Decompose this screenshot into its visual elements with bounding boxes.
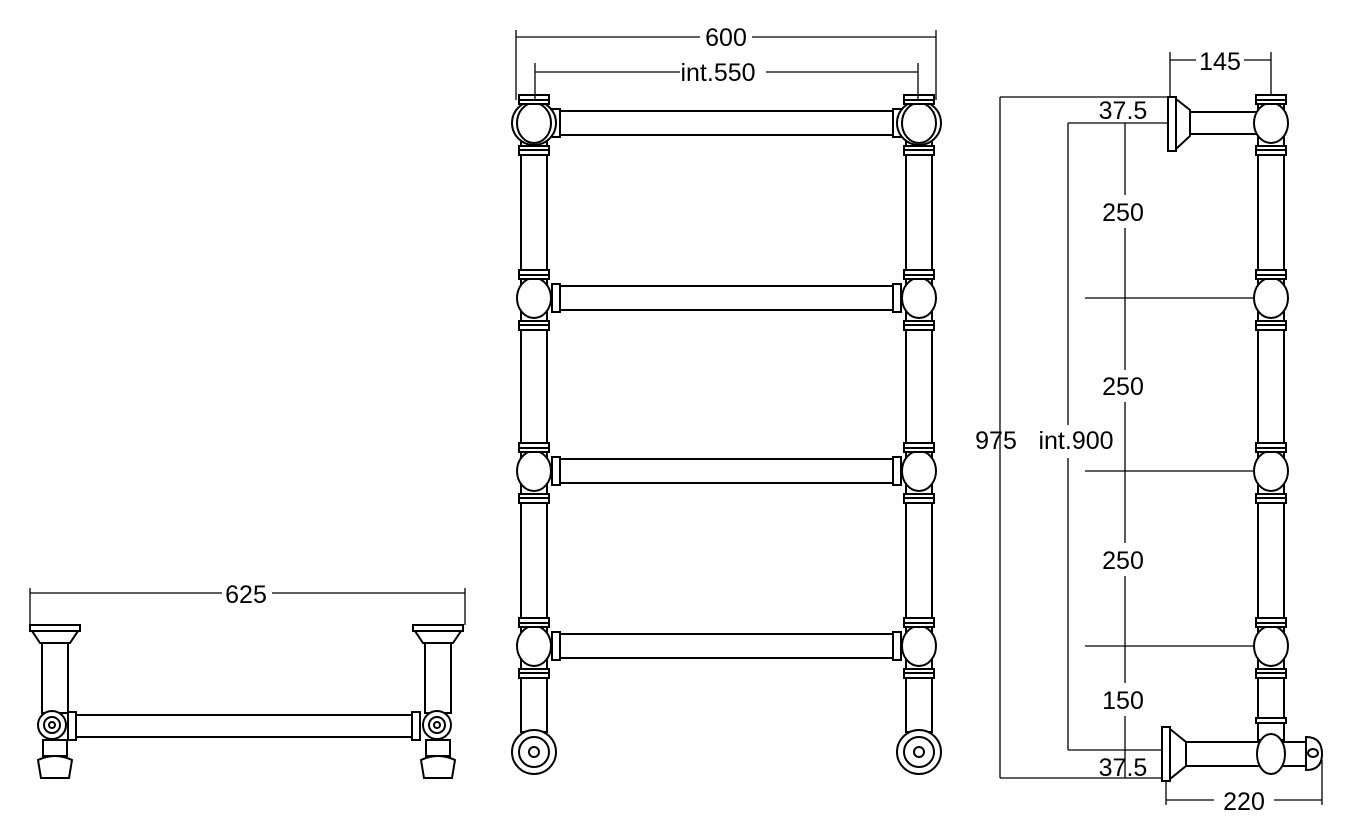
column-ring xyxy=(903,274,935,280)
column-ring xyxy=(518,274,550,280)
column-ring xyxy=(518,99,550,105)
towel-rail-bar xyxy=(559,110,895,136)
column-ring xyxy=(1255,149,1287,156)
side-ball-joint xyxy=(1253,450,1289,492)
column-ring xyxy=(903,497,935,504)
column-ring xyxy=(1255,324,1287,331)
rosette-center xyxy=(913,746,925,758)
label-base-220: 220 xyxy=(1223,788,1265,816)
towel-rail-bar xyxy=(559,458,895,484)
label-spacing-top: 37.5 xyxy=(1099,97,1148,125)
column-top-tube xyxy=(41,642,69,714)
column-ring xyxy=(903,672,935,679)
column-ring xyxy=(518,622,550,628)
knob-center xyxy=(48,721,56,729)
top-wall-flange xyxy=(1167,96,1177,152)
rail-collar xyxy=(551,631,561,661)
column-ball-joint xyxy=(516,102,552,144)
label-int-550: int.550 xyxy=(680,59,755,87)
label-height-975: 975 xyxy=(975,427,1017,455)
bottom-wall-flange xyxy=(1161,726,1171,782)
bottom-wall-arm xyxy=(1185,741,1307,767)
foot-cap xyxy=(36,755,74,779)
rail-collar xyxy=(67,711,77,741)
front-view xyxy=(511,94,942,775)
label-spacing-1: 250 xyxy=(1102,199,1144,227)
column-ring xyxy=(903,324,935,331)
label-spacing-bottom: 37.5 xyxy=(1099,754,1148,782)
rail-collar xyxy=(892,283,902,313)
column-ball-joint xyxy=(516,625,552,667)
column-ring xyxy=(1255,622,1287,628)
column-lower xyxy=(425,739,451,757)
column-ring xyxy=(903,447,935,453)
column-ball-joint xyxy=(516,450,552,492)
rosette-center xyxy=(528,746,540,758)
flange-cone xyxy=(30,630,80,644)
label-spacing-2: 250 xyxy=(1102,373,1144,401)
top-view xyxy=(29,624,464,779)
column-ring xyxy=(518,497,550,504)
column-ring xyxy=(903,622,935,628)
rail-collar xyxy=(551,456,561,486)
rail-collar xyxy=(411,711,421,741)
column-ring xyxy=(1255,497,1287,504)
label-spacing-4: 150 xyxy=(1102,687,1144,715)
side-ball-joint xyxy=(1253,277,1289,319)
column-ring xyxy=(1255,447,1287,453)
rail-collar xyxy=(892,456,902,486)
column-ring xyxy=(1255,274,1287,280)
towel-rail-bar xyxy=(559,633,895,659)
foot-cap xyxy=(419,755,457,779)
flange-cone xyxy=(413,630,463,644)
bottom-elbow xyxy=(1256,733,1286,775)
dimension-labels: 600 int.550 625 145 975 int.900 37.5 250… xyxy=(225,24,1265,816)
label-int-900: int.900 xyxy=(1038,427,1113,455)
column-ball-joint xyxy=(901,277,937,319)
column-ring xyxy=(903,99,935,105)
side-ball-joint xyxy=(1253,625,1289,667)
column-ring xyxy=(1255,717,1287,724)
dimension-lines xyxy=(29,30,1323,805)
column-ring xyxy=(518,447,550,453)
column-ring xyxy=(518,324,550,331)
column-ring xyxy=(1255,99,1287,105)
label-depth-625: 625 xyxy=(225,581,267,609)
label-spacing-3: 250 xyxy=(1102,547,1144,575)
knob-center xyxy=(433,721,441,729)
towel-rail-bar xyxy=(559,285,895,311)
rail-collar xyxy=(551,283,561,313)
column-ring xyxy=(1255,672,1287,679)
column-top-tube xyxy=(424,642,452,714)
column-ball-joint xyxy=(901,625,937,667)
label-width-600: 600 xyxy=(705,24,747,52)
column-lower xyxy=(42,739,68,757)
rail-collar xyxy=(892,631,902,661)
column-ring xyxy=(518,149,550,156)
column-ring xyxy=(518,672,550,679)
column-ball-joint xyxy=(516,277,552,319)
top-wall-arm xyxy=(1189,111,1259,135)
flange-cone xyxy=(1175,96,1191,152)
side-view xyxy=(1161,94,1324,782)
flange-cone xyxy=(1169,726,1187,782)
end-cap-hole xyxy=(1307,748,1319,758)
side-ball-joint xyxy=(1253,102,1289,144)
top-rail-bar xyxy=(74,714,416,738)
label-projection-145: 145 xyxy=(1199,48,1241,76)
column-ball-joint xyxy=(901,450,937,492)
column-ball-joint xyxy=(901,102,937,144)
column-ring xyxy=(903,149,935,156)
